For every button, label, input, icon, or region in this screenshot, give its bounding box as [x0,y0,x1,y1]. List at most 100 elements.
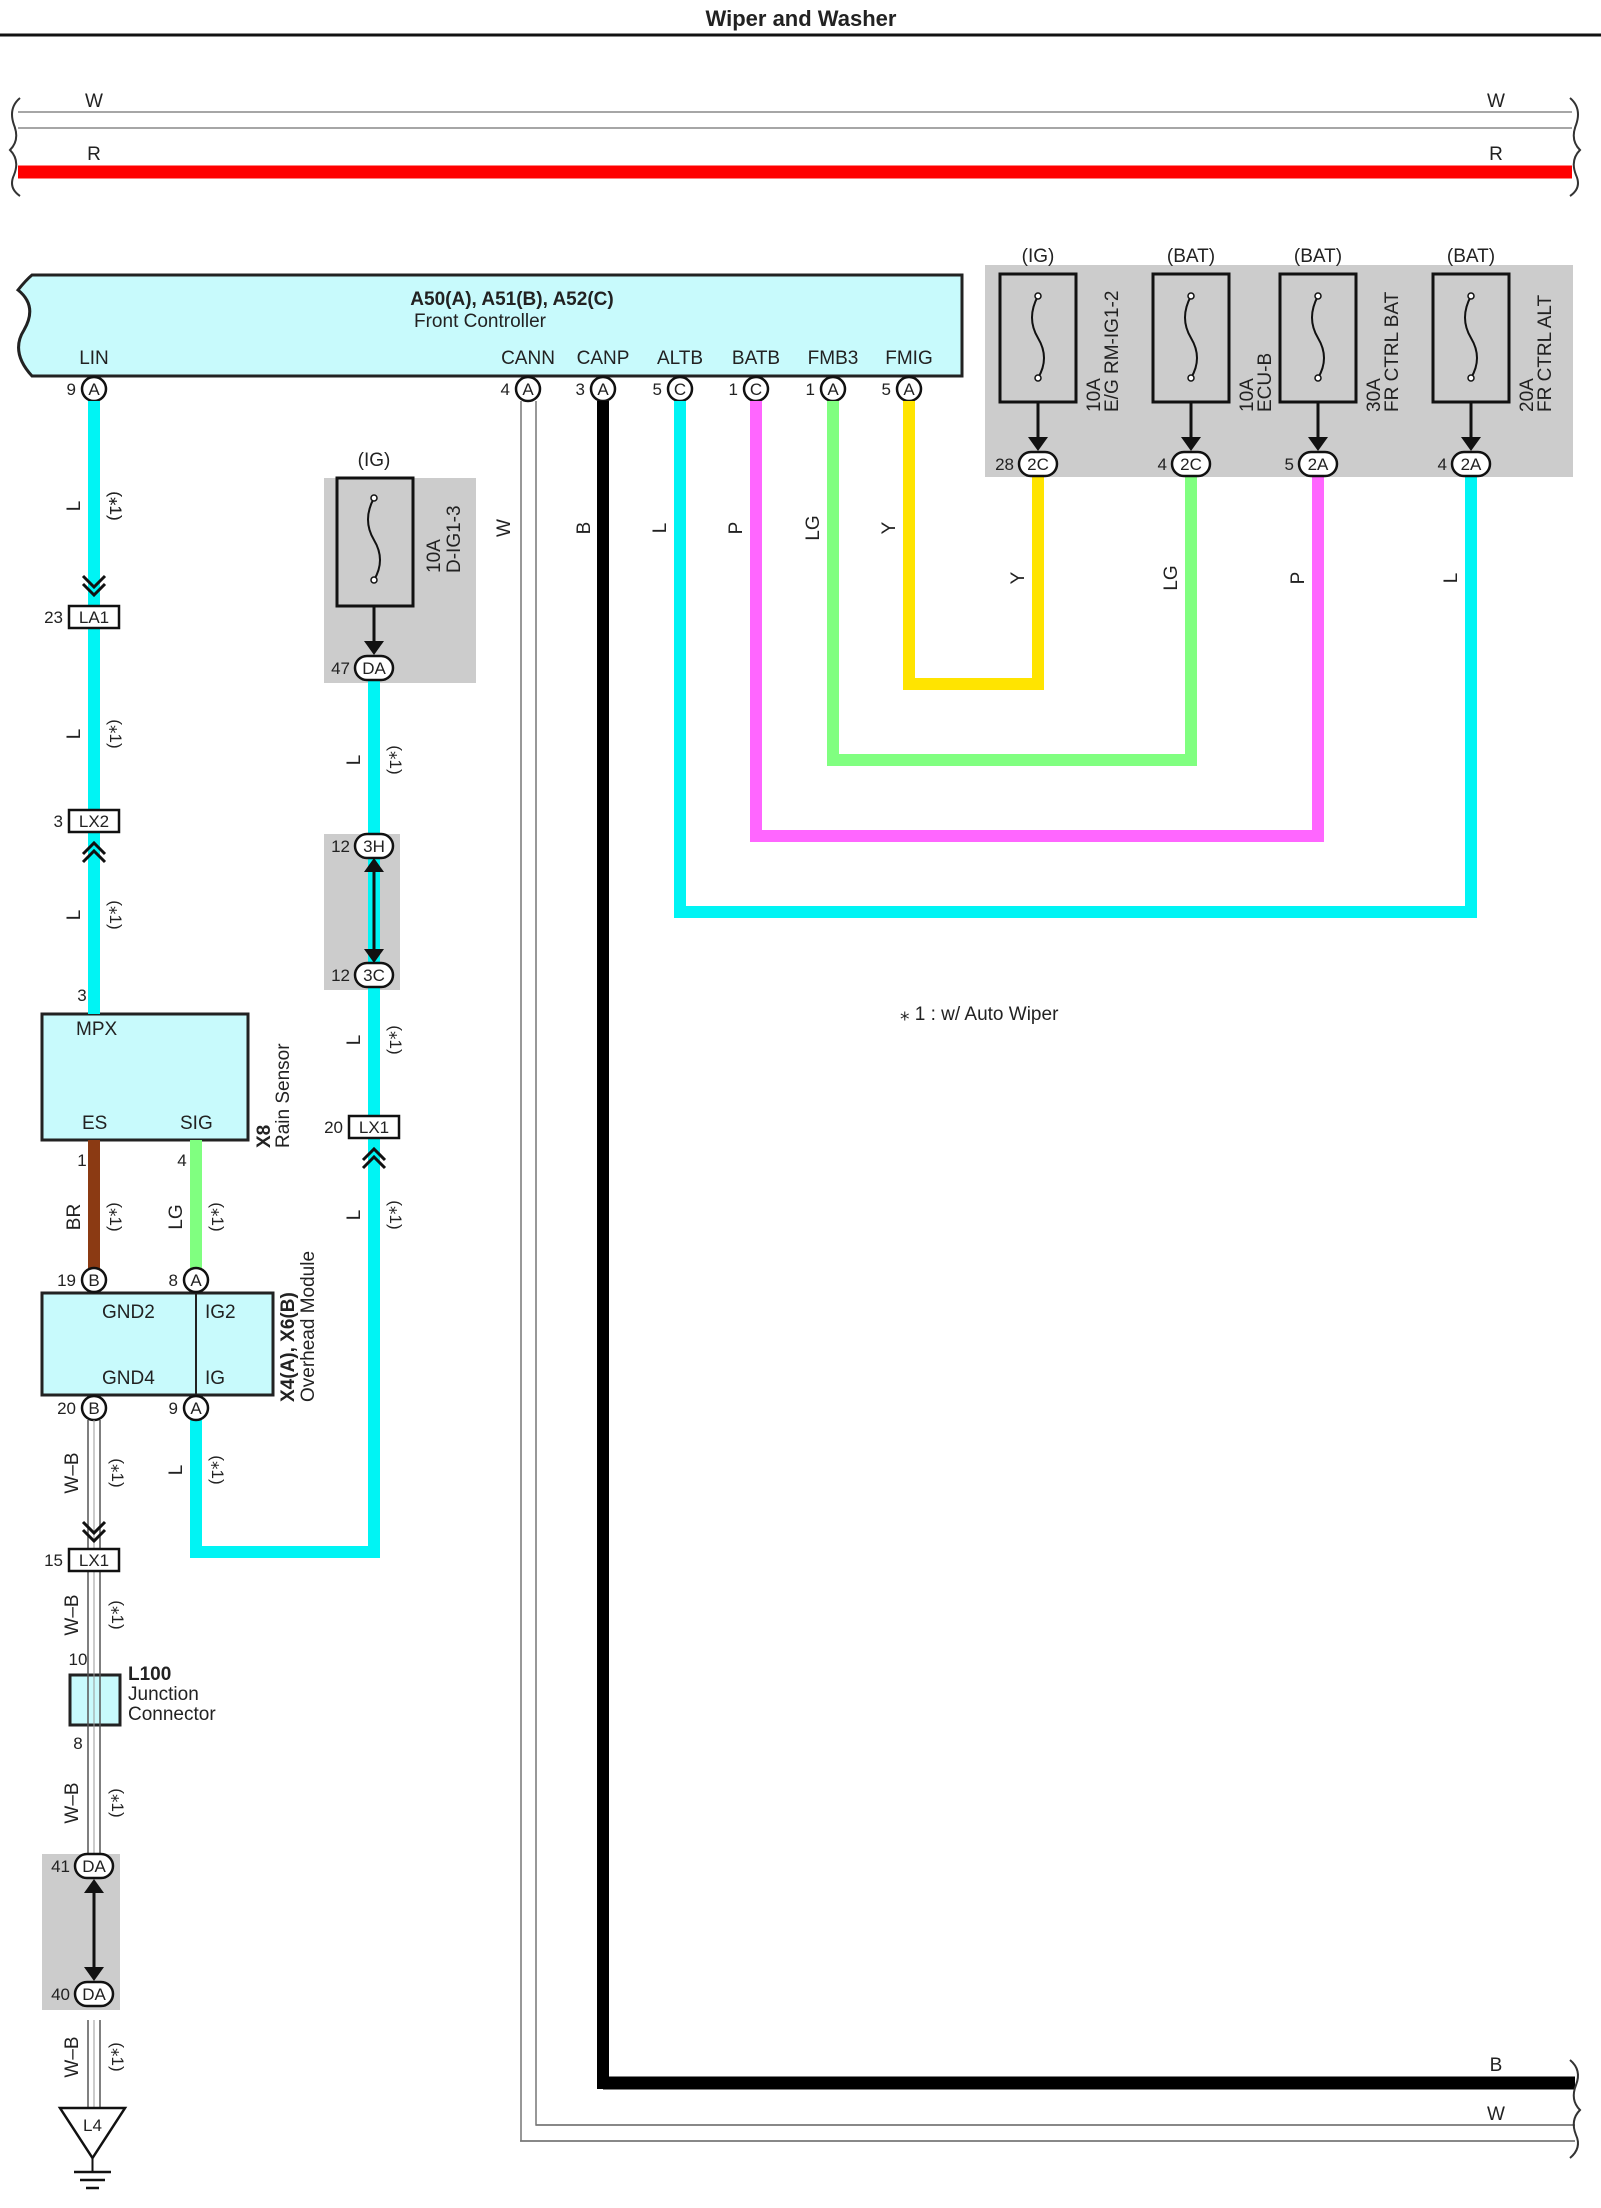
rain-sensor-body [40,1012,250,1142]
fc-pin-altb-conn: C [674,380,686,399]
fc-pin-fmb3-pin: 1 [806,380,815,399]
connector-da40-arrow-icon [84,1967,104,1981]
wire-gnd-note-4: (⁎1) [108,2042,127,2071]
connector-3h-conn: 3H [363,837,385,856]
wire-gnd-note-3: (⁎1) [108,1788,127,1817]
fc-pin-lin-conn: A [88,380,100,399]
wire-fuse-y-label: Y [1008,571,1029,584]
connector-3h-arrow-icon [364,858,384,872]
wire-gnd-label-4: W–B [62,2036,83,2077]
overhead-gnd2-conn: B [88,1271,99,1290]
ig-fuse-power: (IG) [358,450,391,471]
fuse-fr-ctrl-bat-arrow-icon [1308,437,1328,451]
rain-sensor-mpx: MPX [76,1019,118,1040]
front-controller-name: Front Controller [414,311,547,332]
wire-fmb3-label: LG [803,515,824,540]
overhead-module-ref: X4(A), X6(B) [278,1292,299,1402]
fuse-fr-ctrl-alt-connector-conn: 2A [1461,455,1482,474]
wire-ig-note-3: (⁎1) [386,1200,405,1229]
fuse-terminal-icon [1034,374,1042,382]
wire-gnd-label-2: W–B [62,1594,83,1635]
wire-lin-label-3: L [64,910,85,921]
page-title: Wiper and Washer [706,6,897,31]
fuse-ecu-b-amp: 10A [1237,378,1258,412]
connector-la1-chevron-icon [81,582,107,598]
wire-sig-label: LG [166,1204,187,1229]
wire-batb-p [750,401,1324,842]
fc-pin-name-fmb3: FMB3 [808,348,859,369]
connector-3c-pin: 12 [331,966,350,985]
left-circuits: LA123LX23L(⁎1)L(⁎1)L(⁎1)DA473H123C12LX12… [44,401,405,2108]
fuse-terminal-icon [1314,374,1322,382]
connector-lx1-lower-conn: LX1 [79,1551,109,1570]
fuse-terminal-icon [1187,292,1195,300]
wire-ig-label-2: L [344,1035,365,1046]
fuse-terminal-icon [1467,292,1475,300]
connector-lx2-chevron-icon [81,840,107,856]
fuse-terminal-icon [370,494,378,502]
connector-da40-conn: DA [82,1985,106,2004]
connector-lx1-lower-chevron-icon [81,1520,107,1536]
wire-lin-note-1: (⁎1) [106,491,125,520]
connector-lx1-lower-pin: 15 [44,1551,63,1570]
fuse-fr-ctrl-alt-amp: 20A [1517,378,1538,412]
fc-pin-name-fmig: FMIG [885,348,933,369]
connector-da40-terminal [73,1980,115,2008]
rain-sensor-sig: SIG [180,1113,213,1134]
fuse-e-g-rm-ig1-2-connector-pin: 28 [995,455,1014,474]
fuse-terminal-icon [370,576,378,584]
junction-connector-body [68,1673,122,1727]
wire-es-note: (⁎1) [106,1202,125,1231]
wire-ig-note-4: (⁎1) [208,1455,227,1484]
connector-3c-arrow-icon [364,949,384,963]
fuse-terminal-icon [1034,292,1042,300]
fuse-e-g-rm-ig1-2-name: E/G RM-IG1-2 [1102,291,1123,412]
fc-pin-batb-pin: 1 [729,380,738,399]
connector-la1-conn: LA1 [79,608,109,627]
wire-fuse-p-label: P [1288,572,1309,585]
wire-ig-note-2: (⁎1) [386,1025,405,1054]
wire-fmb3-lg [827,401,1197,766]
wire-cann-label: W [494,519,515,537]
overhead-gnd2-terminal [80,1266,108,1294]
fuse-e-g-rm-ig1-2-connector-terminal [1017,450,1059,478]
rain-sensor-es-pin: 1 [77,1151,86,1170]
ground-triangle-icon [57,2106,128,2161]
connector-lx1-lower-terminal [67,1547,121,1573]
bus-w-label-bottom: W [1487,2104,1505,2125]
bus-r-label-right: R [1489,144,1503,165]
overhead-gnd4-pin: 20 [57,1399,76,1418]
wire-sig-note: (⁎1) [208,1202,227,1231]
junction-connector: L100 Junction Connector 10 8 [68,1650,216,1753]
junction-name-2: Connector [128,1704,216,1725]
ig-fuse-bg [324,478,476,683]
wire-lin-label-2: L [64,729,85,740]
rain-sensor-ref: X8 [254,1125,275,1148]
wire-gnd-label-3: W–B [62,1782,83,1823]
fuse-fr-ctrl-bat-connector-terminal [1297,450,1339,478]
fc-pin-fmig-conn: A [903,380,915,399]
fuse-ecu-b-arrow-icon [1181,437,1201,451]
connector-lx1-lower-chevron-icon [81,1528,107,1544]
wire-lin-note-3: (⁎1) [106,900,125,929]
overhead-module-ig: IG [205,1368,225,1389]
fc-pin-fmb3-conn: A [827,380,839,399]
rain-sensor: MPX ES SIG X8 Rain Sensor 3 1 4 [40,986,294,1170]
fuse-ecu-b-name: ECU-B [1255,353,1276,412]
bus-b-label: B [1490,2055,1503,2076]
overhead-module-gnd2: GND2 [102,1302,155,1323]
fuse-e-g-rm-ig1-2-amp: 10A [1084,378,1105,412]
ig-fuse-amp: 10A [424,539,445,573]
wire-ig-label-4: L [166,1465,187,1476]
connector-lx2-terminal [67,808,121,834]
junction-pin-top: 10 [69,1650,88,1669]
fuse-icon [1184,295,1198,379]
overhead-ig2-terminal [182,1266,210,1294]
connector-lx1-upper-chevron-icon [361,1154,387,1170]
wire-altb-label: L [650,523,671,534]
fc-pin-cann-terminal [514,375,542,403]
wire-canp-b [597,401,1575,2089]
overhead-ig2-conn: A [190,1271,202,1290]
fuse-fr-ctrl-alt-power: (BAT) [1447,246,1495,267]
